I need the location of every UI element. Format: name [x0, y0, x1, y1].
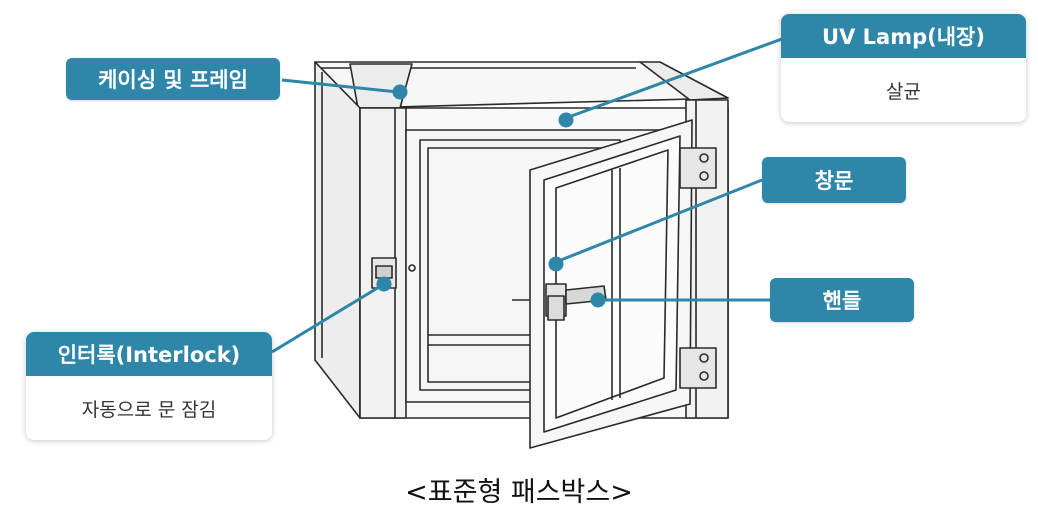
frame-band-right: [639, 61, 729, 101]
hinge-top: [679, 147, 717, 189]
handle-label: 핸들: [770, 278, 914, 322]
window-door-label: 창문: [762, 157, 906, 203]
leader-interlock: [271, 282, 385, 354]
leader-uv-lamp: [565, 34, 791, 120]
casing-label: 케이싱 및 프레임: [66, 58, 280, 100]
leader-casing: [281, 78, 399, 94]
uv-lamp-desc: 살균: [886, 80, 921, 103]
uv-lamp-title: UV Lamp(내장): [781, 14, 1026, 58]
figure-caption: <표준형 패스박스>: [405, 477, 633, 508]
interlock-title: 인터록(Interlock): [26, 332, 272, 376]
interlock-card: 인터록(Interlock) 자동으로 문 잠김: [26, 332, 272, 440]
leader-window: [555, 178, 763, 264]
interlock-desc: 자동으로 문 잠김: [81, 398, 217, 421]
hinge-bottom: [679, 347, 717, 389]
uv-lamp-card: UV Lamp(내장) 살균: [781, 14, 1026, 122]
